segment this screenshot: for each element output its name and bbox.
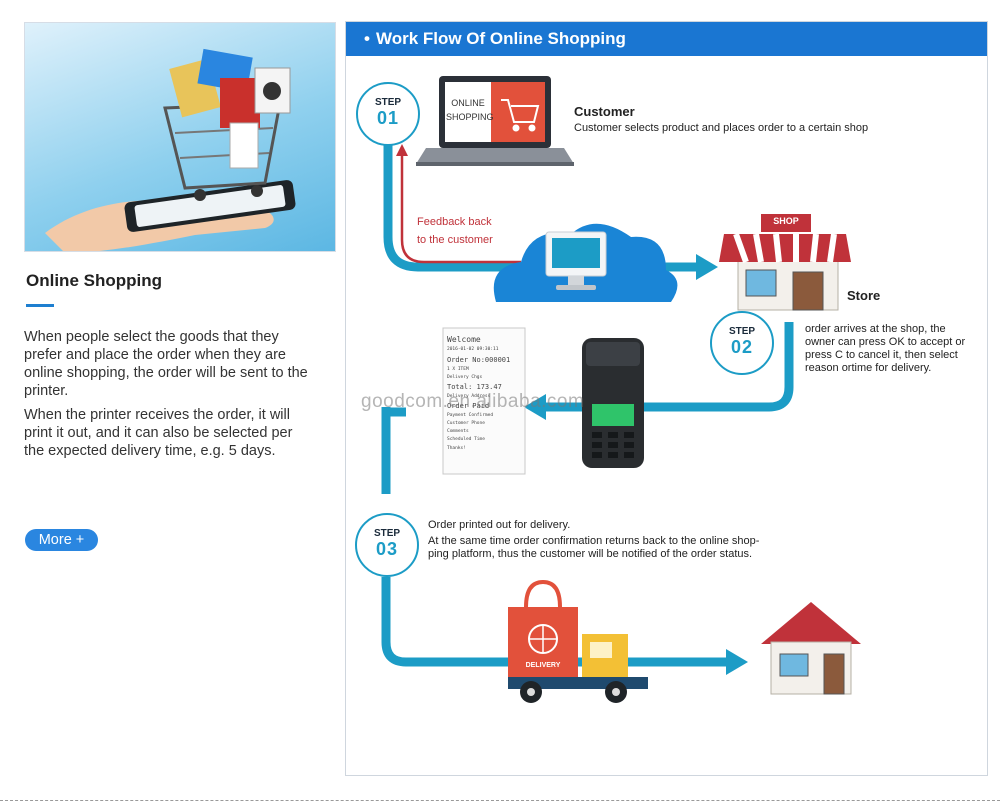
workflow-diagram — [355, 76, 861, 703]
store-desc-line-3: press C to cancel it, then select — [805, 349, 958, 361]
step-02-word: STEP — [728, 326, 756, 337]
cloud-monitor-icon — [493, 223, 678, 302]
step-03-number: 03 — [375, 539, 399, 559]
delivery-description: Order printed out for delivery. At the s… — [428, 519, 788, 561]
workflow-panel: • Work Flow Of Online Shopping — [345, 21, 988, 776]
panel-title: Work Flow Of Online Shopping — [375, 29, 626, 48]
receipt-line: Welcome — [447, 335, 481, 344]
flow-arrow-to-store — [696, 254, 718, 280]
feedback-arrowhead — [396, 144, 408, 156]
receipt-line: Order Paid — [447, 402, 490, 410]
house-icon — [761, 602, 861, 695]
title-underline — [26, 304, 54, 307]
panel-header: • Work Flow Of Online Shopping — [346, 22, 987, 56]
receipt-line: Order No:000001 — [447, 356, 511, 364]
receipt-line: Comments — [447, 429, 469, 434]
feedback-line-2: to the customer — [417, 234, 493, 246]
laptop-icon — [416, 76, 574, 166]
hero-image — [24, 22, 336, 252]
flow-path-step3 — [381, 577, 726, 667]
delivery-line-2: At the same time order confirmation retu… — [428, 535, 760, 547]
description-paragraph-2: When the printer receives the order, it … — [24, 407, 293, 459]
cart-icon — [501, 99, 540, 132]
step-01-number: 01 — [376, 108, 400, 128]
step-01-word: STEP — [374, 97, 402, 108]
receipt-line: 2016-01-02 09:30:11 — [447, 347, 499, 352]
store-icon — [719, 214, 851, 311]
header-bullet: • — [364, 29, 370, 48]
step-03-label: STEP 03 — [366, 528, 408, 560]
shopping-cart-hand-illustration — [45, 48, 296, 251]
receipt-line: Delivery Chgs — [447, 375, 483, 380]
receipt-line: Delivery Address — [447, 394, 491, 399]
flow-path-step1 — [383, 142, 696, 272]
description-paragraph-1: When people select the goods that they p… — [24, 329, 308, 399]
feedback-line-1: Feedback back — [417, 216, 492, 228]
step-01-badge — [356, 82, 420, 146]
flow-arrow-to-house — [726, 649, 748, 675]
laptop-text-line-2: SHOPPING — [446, 112, 494, 122]
step-02-badge — [710, 311, 774, 375]
flow-path-step2 — [546, 322, 794, 412]
store-desc-line-4: reason ortime for delivery. — [805, 362, 932, 374]
more-button[interactable]: More + — [25, 529, 98, 551]
customer-description: Customer selects product and places orde… — [574, 122, 869, 134]
section-title: Online Shopping — [26, 271, 162, 290]
feedback-label: Feedback back to the customer — [417, 213, 493, 249]
receipt-line: Customer Phone — [447, 421, 485, 426]
store-title: Store — [847, 288, 881, 303]
receipt-line: Total: 173.47 — [447, 383, 502, 391]
receipt-icon — [442, 327, 526, 475]
pos-terminal-icon — [582, 338, 644, 468]
receipt-line: 1 X ITEM — [447, 367, 469, 372]
shop-sign: SHOP — [773, 216, 799, 226]
store-desc-line-1: order arrives at the shop, the — [805, 323, 946, 335]
receipt-line: Scheduled Time — [447, 437, 485, 442]
step-02-label: STEP 02 — [721, 326, 763, 358]
page-divider — [0, 800, 1000, 801]
store-description: order arrives at the shop, the owner can… — [805, 323, 985, 375]
step-03-word: STEP — [373, 528, 401, 539]
delivery-bag-label: DELIVERY — [525, 662, 561, 669]
step-01-label: STEP 01 — [367, 97, 409, 129]
delivery-truck-icon — [508, 579, 648, 703]
customer-title: Customer — [574, 104, 635, 119]
step-03-badge — [355, 513, 419, 577]
step-02-number: 02 — [730, 337, 754, 357]
laptop-screen-text: ONLINE SHOPPING — [446, 96, 494, 124]
receipt-line: Thanks! — [447, 446, 466, 451]
delivery-line-3: ping platform, thus the customer will be… — [428, 548, 753, 560]
laptop-text-line-1: ONLINE — [451, 98, 485, 108]
receipt-text: Welcome 2016-01-02 09:30:11 Order No:000… — [447, 334, 523, 454]
delivery-line-1: Order printed out for delivery. — [428, 519, 571, 531]
watermark: goodcom.en.alibaba.com — [361, 391, 585, 412]
feedback-line — [400, 152, 521, 264]
flow-arrow-to-receipt — [524, 394, 546, 420]
store-desc-line-2: owner can press OK to accept or — [805, 336, 966, 348]
receipt-line: Payment Confirmed — [447, 413, 494, 418]
